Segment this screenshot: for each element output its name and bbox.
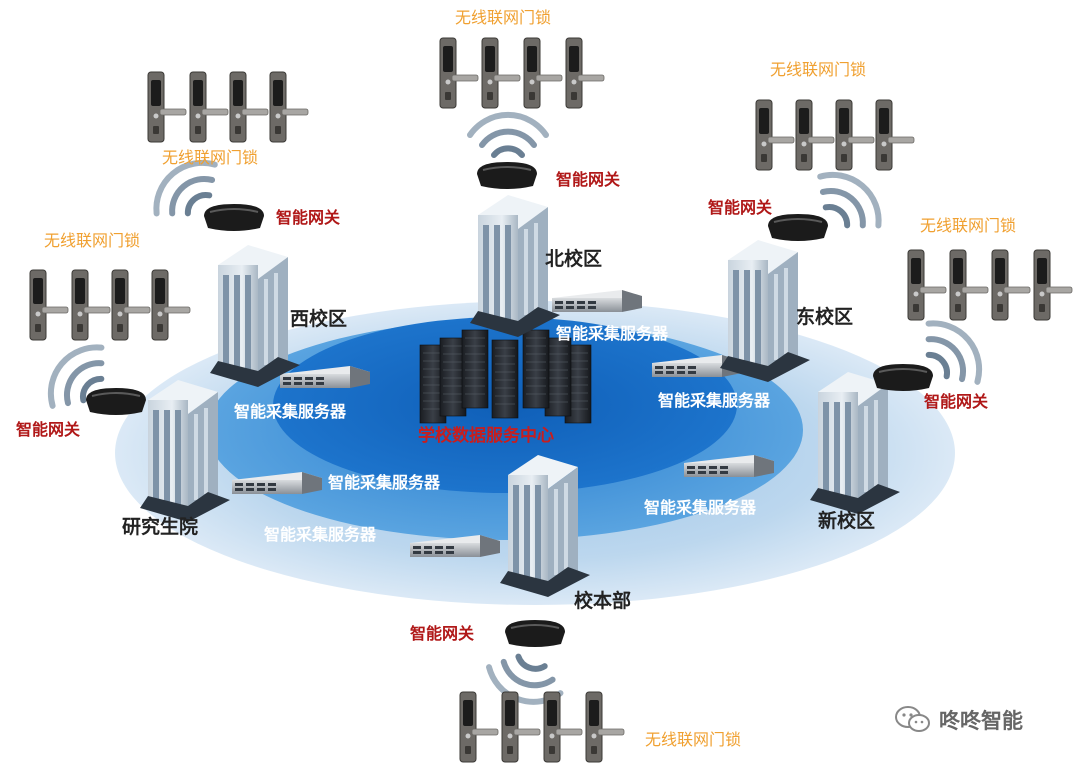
server-icon-north	[552, 290, 642, 312]
watermark-text: 咚咚智能	[939, 709, 1023, 733]
gateway-icon-north	[476, 161, 538, 190]
building-icon-new	[810, 372, 900, 514]
lock-group-graduate	[29, 269, 191, 341]
campus-label-west: 西校区	[290, 308, 348, 330]
server-label-north: 智能采集服务器	[556, 324, 669, 343]
wifi-icon-north	[470, 115, 546, 155]
lock-label-north: 无线联网门锁	[455, 8, 552, 27]
lock-group-west	[147, 71, 309, 143]
server-label-main: 智能采集服务器	[264, 525, 377, 544]
lock-label-graduate: 无线联网门锁	[44, 231, 141, 250]
building-icon-west	[210, 245, 300, 387]
gateway-label-north: 智能网关	[556, 170, 621, 189]
campus-label-new: 新校区	[818, 510, 876, 532]
building-icon-main	[500, 455, 590, 597]
campus-label-main: 校本部	[574, 590, 632, 612]
gateway-label-new: 智能网关	[924, 392, 989, 411]
center-label: 学校数据服务中心	[418, 426, 554, 446]
campus-label-graduate: 研究生院	[122, 516, 199, 538]
gateway-icon-main	[504, 619, 566, 648]
lock-label-new: 无线联网门锁	[920, 216, 1017, 235]
server-label-east: 智能采集服务器	[658, 391, 771, 410]
gateway-icon-west	[203, 203, 265, 232]
gateway-label-west: 智能网关	[276, 208, 341, 227]
server-label-graduate: 智能采集服务器	[328, 473, 441, 492]
lock-label-west: 无线联网门锁	[162, 148, 259, 167]
lock-group-east	[755, 99, 915, 171]
gateway-label-main: 智能网关	[410, 624, 475, 643]
gateway-icon-new	[872, 363, 934, 392]
watermark: 咚咚智能	[895, 705, 1023, 735]
lock-group-north	[439, 37, 605, 109]
campus-label-north: 北校区	[545, 248, 603, 270]
building-icon-graduate	[140, 380, 230, 522]
lock-label-east: 无线联网门锁	[770, 60, 867, 79]
wechat-icon	[895, 706, 930, 732]
lock-group-new	[907, 249, 1073, 321]
gateway-icon-east	[767, 213, 829, 242]
lock-label-main: 无线联网门锁	[645, 730, 742, 749]
server-label-new: 智能采集服务器	[644, 498, 757, 517]
campus-label-east: 东校区	[796, 306, 854, 328]
gateway-label-graduate: 智能网关	[16, 420, 81, 439]
data-center-icon	[419, 329, 592, 424]
server-label-west: 智能采集服务器	[234, 402, 347, 421]
gateway-label-east: 智能网关	[708, 198, 773, 217]
gateway-icon-graduate	[85, 387, 147, 416]
